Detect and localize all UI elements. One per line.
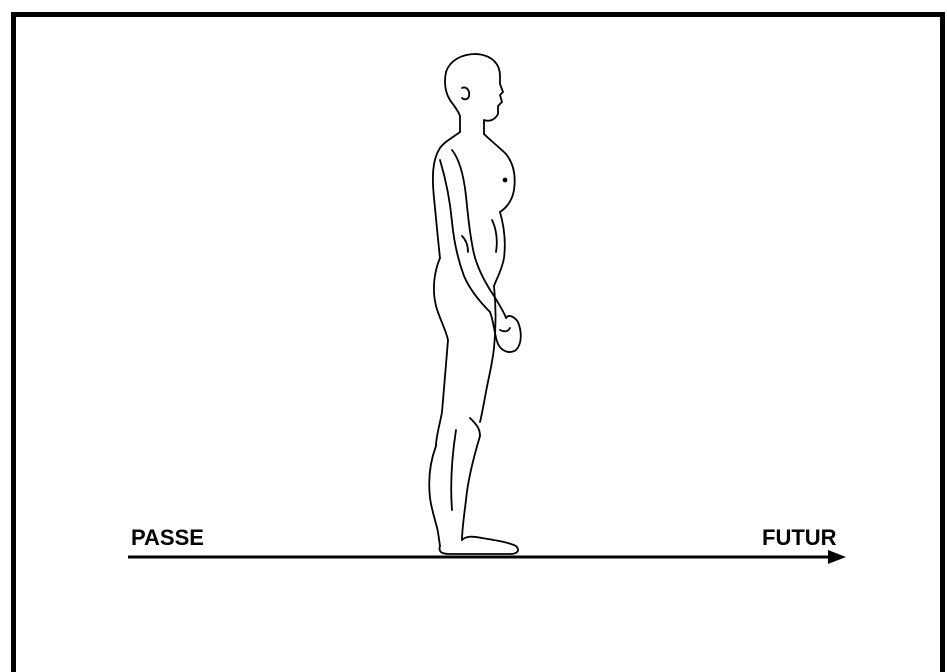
timeline-right-label: FUTUR: [762, 527, 837, 549]
arrow-right-icon: [828, 550, 846, 564]
timeline-left-label: PASSE: [131, 527, 204, 549]
